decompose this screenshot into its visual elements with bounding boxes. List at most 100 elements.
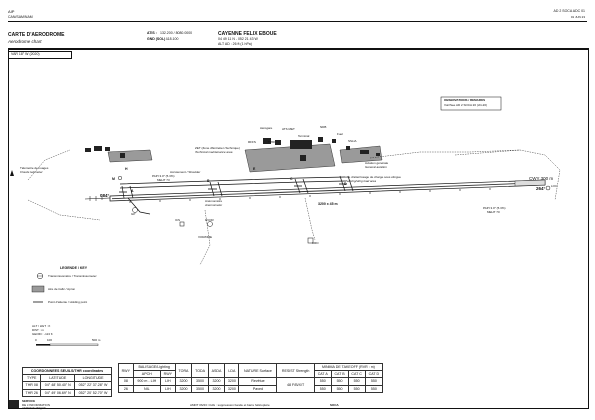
legend-title: LEGENDE / KEY	[60, 266, 88, 270]
ad-date: 01 JUN 23	[570, 15, 585, 19]
coords-cell: 04° 49' 06.69" N	[40, 388, 76, 397]
rwy-header: BALISAGE/Lighting	[132, 362, 176, 372]
chart-frame	[8, 48, 589, 409]
rwy-cell: 3200	[224, 377, 240, 386]
label-papi-right: PAPI 3.0° (5.3%)	[483, 206, 506, 210]
rwy-cell: LIH	[159, 377, 176, 386]
label-m: M	[112, 177, 115, 181]
rwy-subheader: CAT D	[364, 370, 384, 379]
label-vor-dme: VOR/DME	[198, 235, 213, 239]
rwy-header: MINIMA DE TAKEOFF (RVR : m)	[313, 362, 384, 372]
logo-line-2: DE L'INFORMATION	[22, 402, 51, 407]
logo-line-1: SERVICE	[22, 399, 36, 403]
label-papi-left: PAPI 3.0° (5.3%)	[152, 174, 175, 178]
ad-ref: AD 2 SOCA ADC 01	[553, 9, 585, 13]
label-aerogare: Aérogare	[260, 126, 273, 130]
legend-apron: Aire de trafic / Apron	[48, 287, 76, 291]
label-twy-e: E	[253, 167, 256, 171]
runway-edge-lights	[129, 188, 491, 203]
label-crd: CRD	[312, 241, 319, 245]
label-twy-c: C	[290, 177, 293, 181]
label-gp: GP	[131, 212, 136, 216]
logo-icon	[9, 400, 19, 408]
label-twr: TWR	[268, 140, 275, 144]
rwy-cell: Revêtue	[238, 377, 278, 386]
label-terminal: Terminal	[298, 134, 310, 138]
label-h: H	[125, 167, 128, 171]
variation-text: VAR 18° W (2020)	[11, 52, 40, 57]
rwy-subheader: APCH	[132, 370, 161, 379]
label-meht-left: MEHT 73	[157, 178, 170, 182]
label-general-aviation-en: General aviation	[365, 165, 387, 169]
rwy-cell: 550	[364, 377, 384, 386]
coords-cell: 052° 22' 37.28" W	[74, 381, 112, 390]
rwy-cell: 550	[313, 377, 332, 386]
rwy-cell: 3200	[224, 384, 240, 393]
coords-cell: THR 26	[21, 388, 42, 397]
rwy-cell: 08	[118, 377, 134, 386]
chart-subtitle: Aerodrome chart	[8, 39, 42, 44]
label-sslia: SSLIA	[348, 139, 357, 143]
rwy-header: NATURE Surface	[238, 362, 278, 379]
rwy-subheader: CAT A	[313, 370, 332, 379]
label-cloud-telemeter-en: Clouds telemeter	[20, 170, 43, 174]
label-loc: LOC	[551, 184, 558, 188]
label-ats-met: ATS MET	[282, 127, 295, 131]
navaid-symbols	[117, 175, 551, 244]
rwy-cell: 3200	[174, 384, 193, 393]
label-cwy: CWY 300 m	[529, 176, 554, 181]
legend-holding-point: Point d'attente / Holding point	[48, 300, 88, 304]
threshold-coordinates-table: COORDONNEES SEUILS/THR coordinates TYPE …	[21, 366, 112, 397]
label-cloud-telemeter: Télémètre de nuages	[20, 166, 49, 170]
label-rffs: RFFS	[248, 140, 256, 144]
observation-title: OBSERVATIONS / REMARKS	[444, 98, 486, 102]
label-sling-area-en: Pecking/sling load area	[345, 179, 377, 183]
coords-cell: THR 08	[21, 381, 42, 390]
label-twy-d: D	[344, 182, 347, 186]
label-runway-dims: 3200 x 45 m	[318, 202, 338, 206]
coords-cell: 052° 20' 52.70" W	[74, 388, 112, 397]
rwy-subheader: CAT B	[330, 370, 349, 379]
rwy-cell: 48 F/B/X/T	[276, 377, 315, 393]
label-fuel: Fuel	[337, 132, 343, 136]
coords-header: LONGITUDE	[74, 374, 112, 383]
buildings	[85, 137, 380, 161]
label-anemometer: Anémomètre	[205, 199, 223, 203]
label-sling-area: Aire d'atterrissage de charge sous éling…	[345, 175, 401, 179]
legend-symbols	[31, 272, 45, 303]
rwy-cell: 3500	[191, 377, 209, 386]
label-anemometer-en: Anemometer	[205, 203, 223, 207]
airport-elevation: ALT AD : 26 ft (1 hPa)	[218, 42, 252, 46]
rwy-cell: 550	[330, 377, 349, 386]
north-arrow-icon	[10, 170, 14, 176]
label-ndb: NDB	[320, 125, 327, 129]
scale-end: 500 m	[92, 338, 101, 342]
label-zet: ZET (Zone d'Entretien Technique)	[195, 146, 240, 150]
aip-label: AIP	[8, 9, 15, 14]
airport-coords: 04 49 11 N - 052 21 43 W	[218, 37, 258, 41]
chart-title: CARTE D'AERODROME	[8, 32, 65, 38]
label-shoulder: Accotement / Shoulder	[170, 170, 201, 174]
label-meht-right: MEHT 70	[487, 210, 500, 214]
scale-bar	[36, 343, 99, 346]
label-ics: ICS	[175, 218, 181, 222]
scale-mid: 100	[47, 338, 53, 342]
scale-zero: 0	[35, 338, 37, 342]
rwy-cell: 550	[347, 377, 366, 386]
holding-points	[119, 183, 347, 193]
rwy-header: RWY	[118, 362, 134, 379]
rwy-cell: 26	[118, 384, 134, 393]
atis-value: 132.200 / 8080.0000	[160, 31, 193, 35]
rwy-header: RESIST Strength	[276, 362, 315, 379]
note-geoid: GEOID : -113 ft	[32, 332, 53, 336]
label-twy-a: A	[131, 189, 134, 193]
rwy-cell: 550	[364, 384, 384, 393]
runway-data-table: RWY BALISAGE/Lighting TORA TODA ASDA LDA…	[118, 362, 384, 393]
rwy-header: TORA	[174, 362, 193, 379]
gnd-label: GND (SOL) :	[147, 37, 168, 41]
atis-label: ATIS :	[147, 31, 157, 35]
service-roads	[27, 149, 561, 266]
label-general-aviation: Aviation générale	[365, 161, 389, 165]
airport-name: CAYENNE FELIX EBOUE	[218, 31, 277, 37]
label-dvor: DVOR	[205, 218, 214, 222]
